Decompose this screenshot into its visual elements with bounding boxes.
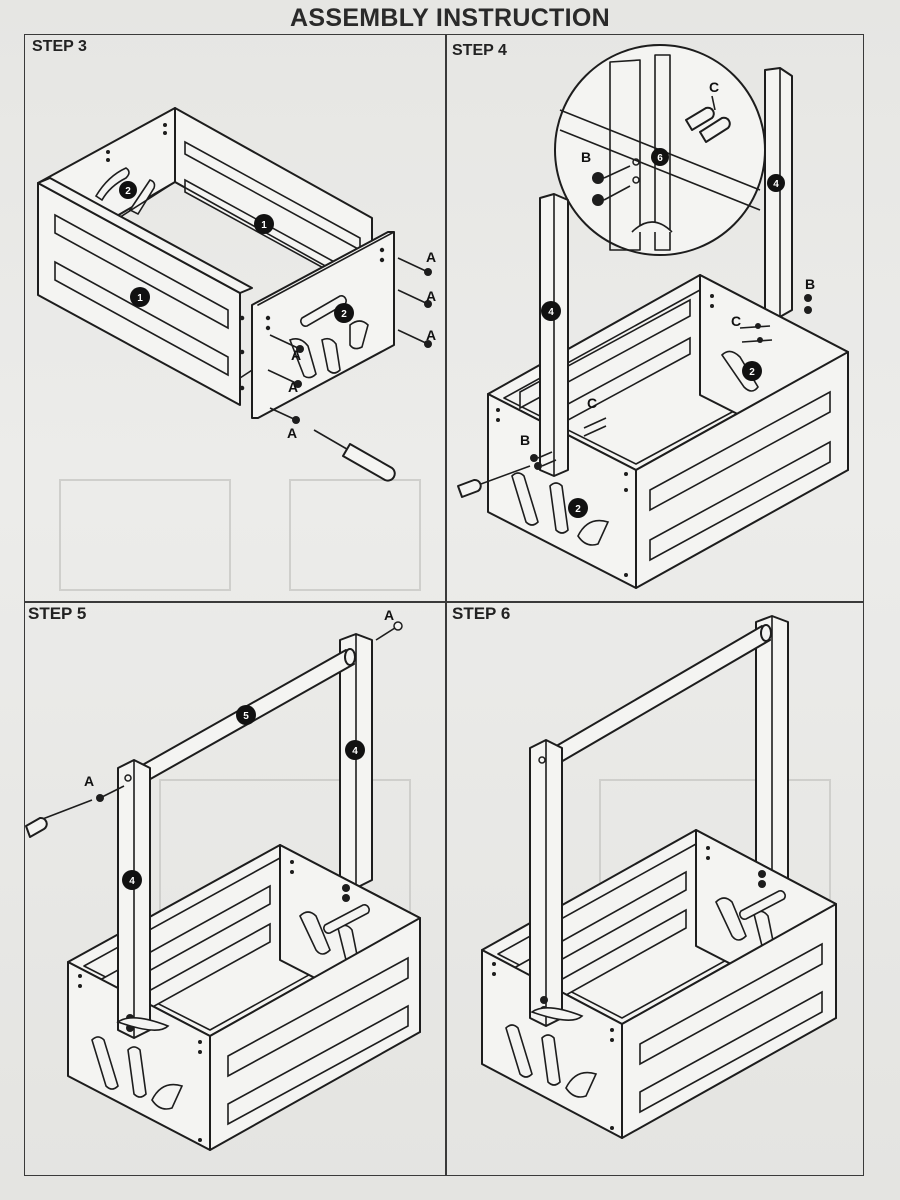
screw-a-label: A (384, 607, 394, 623)
step-4-diagram: C B 6 4 B 2 (457, 44, 849, 589)
dowel-c-label: C (731, 313, 741, 329)
step-3-diagram: A A A A A A 1 1 2 2 (37, 107, 436, 482)
part-number-label: 2 (341, 309, 347, 320)
screw-a-label: A (426, 288, 436, 304)
part-number-label: 4 (352, 746, 358, 757)
grid-divider-horizontal (25, 601, 863, 603)
screw-a-label: A (288, 379, 298, 395)
screwdriver-icon (313, 429, 396, 482)
screw-a-icon (267, 257, 432, 424)
screw-b-icon (530, 451, 557, 470)
part-number-label: 4 (773, 179, 779, 190)
part-number-label: 4 (548, 307, 554, 318)
detail-view (559, 54, 761, 251)
grid-divider-vertical (445, 35, 447, 1175)
screwdriver-icon (457, 465, 531, 498)
dowel-c-icon (739, 323, 773, 343)
step-3-label: STEP 3 (32, 38, 87, 55)
dowel-c-icon (583, 417, 607, 437)
step-4-label: STEP 4 (452, 42, 507, 59)
screw-a-label: A (426, 249, 436, 265)
screw-a-label: A (287, 425, 297, 441)
screw-a-icon (96, 785, 125, 802)
dowel-c-label: C (587, 395, 597, 411)
screw-b-label: B (805, 276, 815, 292)
part-number-label: 2 (749, 367, 755, 378)
step-5-label: STEP 5 (28, 604, 87, 623)
screw-b-label: B (581, 149, 591, 165)
screw-b-icon (804, 294, 812, 314)
step-5-diagram: 4 5 A (25, 607, 421, 1151)
screw-a-label: A (426, 327, 436, 343)
step-grid (24, 34, 864, 1176)
screw-a-icon (375, 621, 403, 641)
screw-a-label: A (84, 773, 94, 789)
step-6-label: STEP 6 (452, 604, 511, 623)
screwdriver-icon (25, 799, 93, 838)
part-number-label: 4 (129, 876, 135, 887)
part-number-label: 5 (243, 711, 249, 722)
part-number-label: 1 (261, 220, 267, 231)
step-6-diagram (481, 615, 837, 1139)
part-number-label: 1 (137, 293, 143, 304)
page-title: ASSEMBLY INSTRUCTION (290, 4, 610, 32)
screw-b-label: B (520, 432, 530, 448)
part-number-label: 6 (657, 153, 663, 164)
part-number-label: 2 (575, 504, 581, 515)
dowel-c-label: C (709, 79, 719, 95)
screw-a-label: A (291, 347, 301, 363)
part-number-label: 2 (125, 186, 131, 197)
